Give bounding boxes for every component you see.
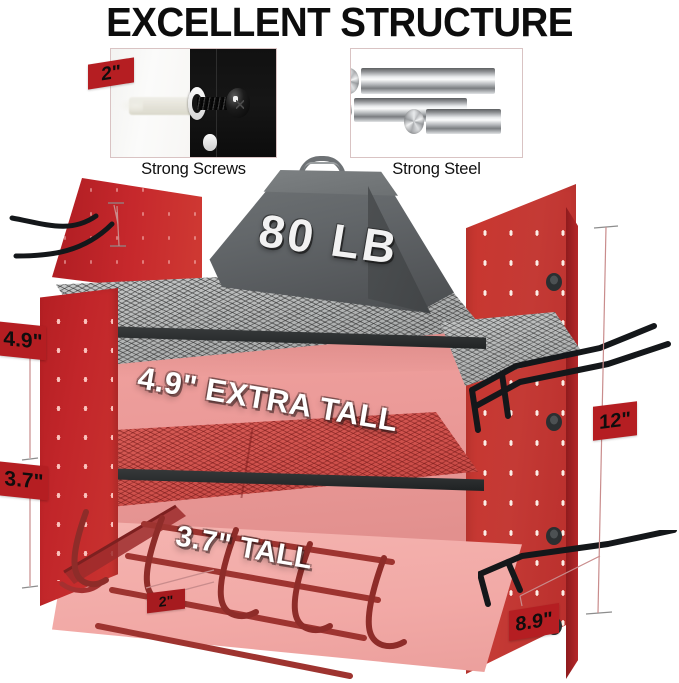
inset-caption-screws: Strong Screws: [141, 160, 246, 178]
back-panel: [52, 178, 202, 296]
strong-screws-photo: [110, 48, 277, 158]
screw-hole-icon: [203, 134, 217, 151]
screw-head-icon: [225, 87, 251, 119]
steel-rod-icon: [404, 109, 502, 135]
dimension-badge-overall-height: 12": [593, 401, 637, 441]
hooks-upper-left: [9, 213, 115, 259]
weight-block: 80 LB: [198, 156, 458, 315]
product-illustration: 80 LB 4.9" EXTRA TALL 3.7" TALL: [0, 156, 679, 683]
hooks-right-upper: [469, 323, 671, 433]
left-pegboard-panel: [40, 288, 118, 606]
inset-strong-screws: Strong Screws: [110, 48, 277, 178]
dimension-badge-lower-shelf: 3.7": [0, 461, 48, 501]
steel-rod-icon: [351, 68, 495, 95]
wall-anchor-icon: [119, 96, 199, 115]
weight-top-face: [263, 170, 398, 196]
hooks-right-lower: [478, 530, 677, 607]
screw-thread-icon: [196, 97, 230, 110]
page-title: EXCELLENT STRUCTURE: [106, 0, 573, 45]
inset-caption-steel: Strong Steel: [392, 160, 481, 178]
dimension-badge-upper-shelf: 4.9": [0, 321, 46, 361]
drill-holder-rack: [40, 490, 520, 683]
strong-steel-photo: [350, 48, 523, 158]
inset-strong-steel: Strong Steel: [350, 48, 523, 178]
